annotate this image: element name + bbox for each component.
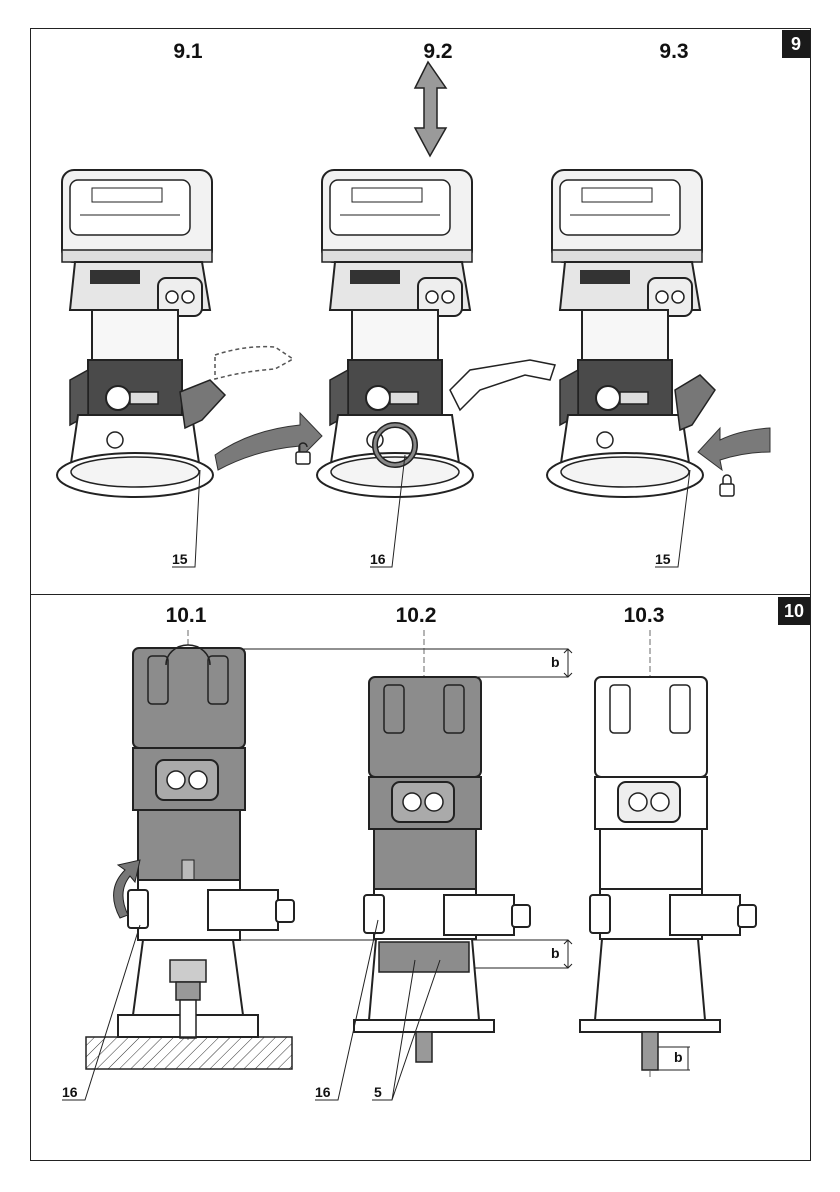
dimension-b-middle: b: [551, 945, 560, 961]
router-figure-10-3: [580, 630, 756, 1080]
callout-10-2: 16: [315, 1084, 331, 1100]
workpiece: [86, 1037, 292, 1069]
router-figure-10-2: [354, 630, 530, 1062]
lock-icon: [720, 475, 734, 496]
callout-9-2: 16: [370, 551, 386, 567]
router-figure-9-3: [547, 170, 715, 497]
dimension-b-bottom: b: [674, 1049, 683, 1065]
callout-10-1: 16: [62, 1084, 78, 1100]
dimension-b-top: b: [551, 654, 560, 670]
callout-9-1: 15: [172, 551, 188, 567]
close-arrow-9-3: [698, 428, 770, 470]
callout-9-3: 15: [655, 551, 671, 567]
router-figure-10-1: [118, 630, 294, 1040]
router-figure-9-2: [317, 170, 555, 497]
callout-10-3: 5: [374, 1084, 382, 1100]
vertical-double-arrow-9-2: [415, 62, 446, 156]
